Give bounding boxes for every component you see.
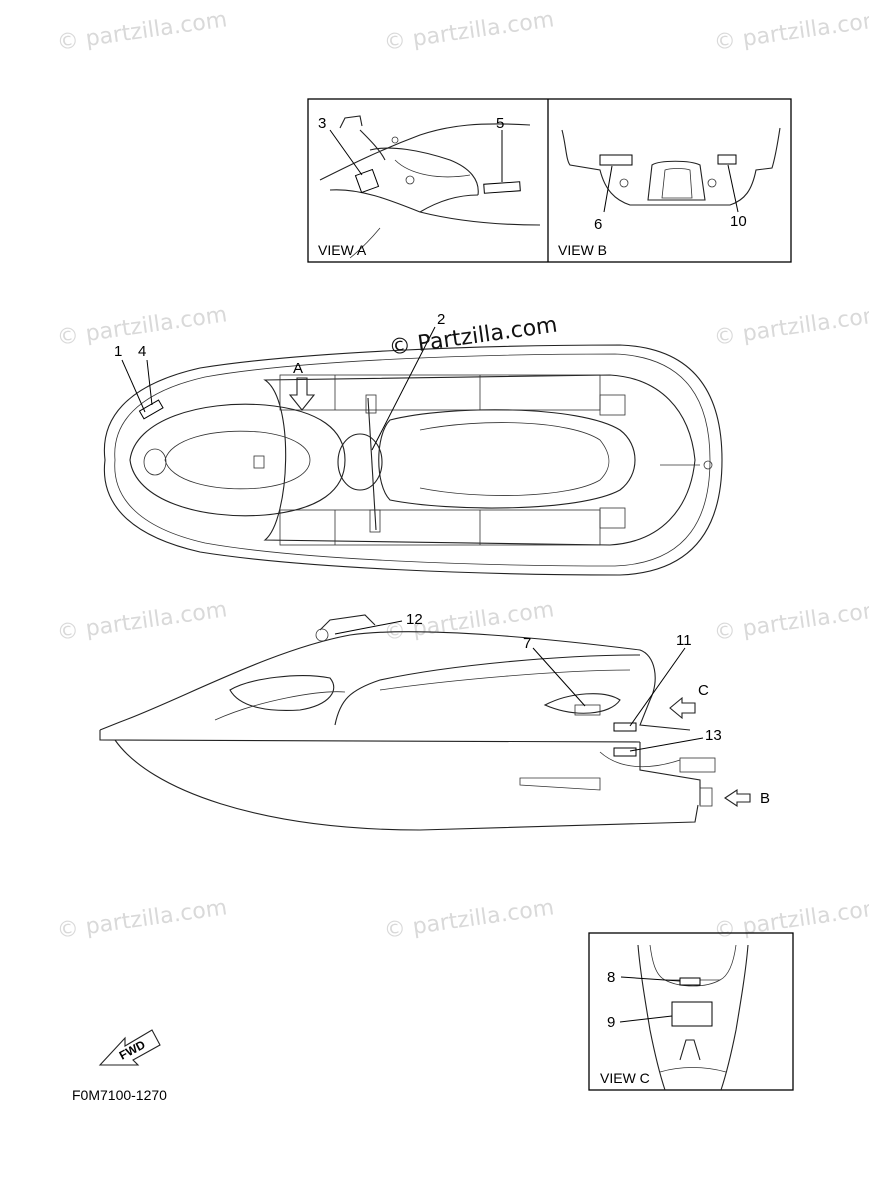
watermark: © partzilla.com: [712, 302, 869, 351]
side-view-drawing: C B 12 7 11 13: [99, 611, 770, 831]
label-5-tag: [483, 181, 521, 194]
view-a-arrow: [288, 377, 316, 411]
arrow-b-label: B: [760, 790, 770, 807]
watermark-dark: © Partzilla.com: [387, 313, 559, 361]
callout-9: 9: [607, 1014, 615, 1031]
watermark: © partzilla.com: [382, 7, 555, 56]
callout-1: 1: [114, 343, 122, 360]
view-b-arrow: [724, 788, 751, 808]
callout-7: 7: [523, 635, 531, 652]
callout-5: 5: [496, 115, 504, 132]
callout-3: 3: [318, 115, 326, 132]
view-b-label: VIEW B: [558, 242, 607, 258]
callout-4: 4: [138, 343, 146, 360]
view-a-label: VIEW A: [318, 242, 367, 258]
label-9-tag: [671, 1001, 713, 1027]
watermark: © partzilla.com: [712, 895, 869, 944]
watermark: © partzilla.com: [712, 597, 869, 646]
callout-11: 11: [676, 632, 692, 649]
callout-12: 12: [406, 611, 423, 628]
detail-box-c: 8 9 VIEW C: [588, 932, 794, 1091]
top-view-drawing: A 1 4 2: [103, 311, 723, 576]
view-a-drawing: 3 5 VIEW A: [318, 115, 541, 259]
view-b-drawing: 6 10 VIEW B: [558, 127, 781, 258]
callout-2: 2: [437, 311, 445, 328]
watermark: © partzilla.com: [382, 895, 555, 944]
label-13-tag: [613, 747, 637, 757]
label-4-tag: [138, 399, 164, 420]
callout-10: 10: [730, 213, 747, 230]
callout-6: 6: [594, 216, 602, 233]
label-10-tag: [717, 154, 737, 165]
fwd-arrow: FWD: [98, 1029, 161, 1066]
view-c-arrow: [669, 696, 696, 720]
watermark: © partzilla.com: [55, 597, 228, 646]
watermark: © partzilla.com: [55, 895, 228, 944]
label-6-tag: [599, 154, 633, 166]
callout-8: 8: [607, 969, 615, 986]
view-c-frame: [588, 932, 794, 1091]
view-c-label: VIEW C: [600, 1070, 650, 1086]
arrow-a-label: A: [293, 360, 303, 377]
label-7-tag: [574, 704, 601, 716]
label-8-tag: [679, 977, 701, 986]
detail-box-ab: 3 5 VIEW A 6 10 VIEW B: [307, 98, 792, 263]
detail-frame: [307, 98, 792, 263]
callout-13: 13: [705, 727, 722, 744]
label-3-tag: [354, 168, 380, 194]
figure-code: F0M7100-1270: [72, 1087, 167, 1103]
watermark: © partzilla.com: [712, 7, 869, 56]
watermark: © partzilla.com: [55, 7, 228, 56]
arrow-c-label: C: [698, 682, 709, 699]
label-11-tag: [613, 722, 637, 732]
